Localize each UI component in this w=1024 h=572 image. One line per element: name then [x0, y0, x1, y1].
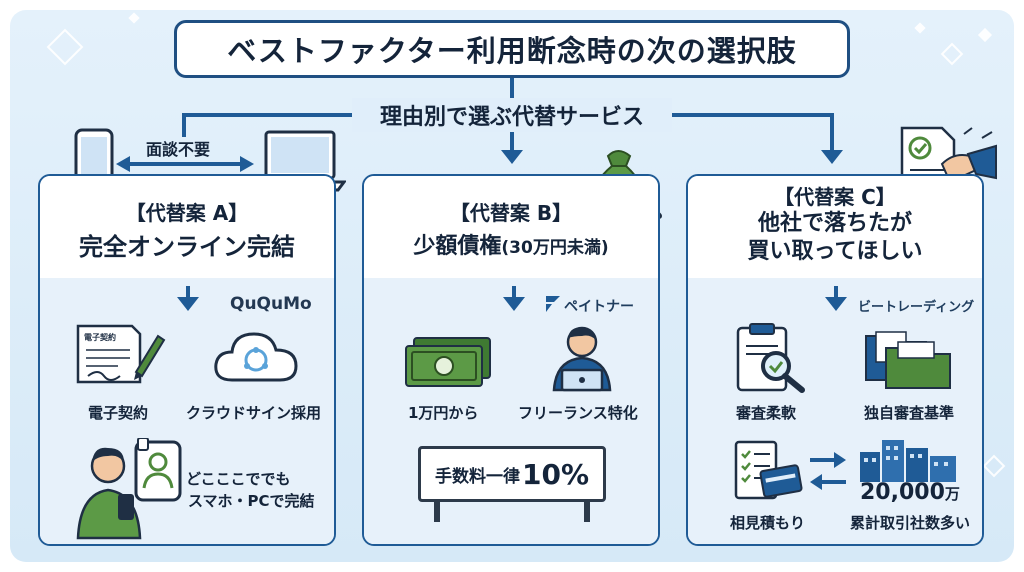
connector-line	[510, 132, 514, 152]
no-interview-label: 面談不要	[146, 140, 211, 159]
reason-label: 理由別で選ぶ代替サービス	[352, 98, 672, 132]
panel-a-body: QuQuMo 電子契約 電子契約 クラウドサイン採用	[40, 278, 334, 544]
board-post	[434, 502, 440, 522]
connector-line	[672, 113, 834, 117]
smartphone-user-icon	[76, 438, 182, 540]
buildings-icon	[860, 440, 956, 482]
brand-paytner: ペイトナー	[564, 299, 634, 315]
folders-icon	[865, 331, 951, 389]
caption-comparative-quotes: 相見積もり	[730, 514, 806, 532]
fee-value: 10%	[521, 457, 590, 491]
connector-line	[182, 113, 186, 137]
e-contract-icon-text: 電子契約	[84, 332, 116, 342]
panel-c-body: ビートレーディング 審査柔軟 独自審査基準	[688, 278, 982, 544]
page-title: ベストファクター利用断念時の次の選択肢	[174, 20, 850, 78]
caption-smartphone-pc: スマホ・PCで完結	[188, 492, 315, 510]
freelancer-icon	[552, 326, 612, 392]
cloud-sign-icon	[214, 332, 298, 382]
panel-option-a: 【代替案 A】 完全オンライン完結 QuQuMo 電子契約 電子契約 クラウドサ…	[38, 174, 336, 546]
panel-a-tag: 【代替案 A】	[125, 201, 249, 225]
panel-c-title-line1: 他社で落ちたが	[757, 211, 912, 236]
caption-cloud-sign: クラウドサイン採用	[186, 404, 322, 422]
arrow-down-icon	[821, 150, 843, 164]
exchange-arrows-icon	[810, 452, 846, 490]
fee-board: 手数料一律 10%	[418, 446, 606, 502]
panel-c-heading: 【代替案 C】 他社で落ちたが 買い取ってほしい	[688, 176, 982, 278]
double-arrow-icon	[116, 156, 254, 172]
caption-flexible-screening: 審査柔軟	[736, 404, 797, 422]
panel-a-title: 完全オンライン完結	[79, 233, 295, 261]
quote-compare-icon	[734, 440, 803, 500]
brand-beat-trading: ビートレーディング	[858, 300, 975, 315]
panel-c-title-line2: 買い取ってほしい	[747, 239, 923, 264]
panel-option-c: 【代替案 C】 他社で落ちたが 買い取ってほしい ビートレーディング 審査柔軟 …	[686, 174, 984, 546]
banknote-icon	[405, 337, 491, 387]
board-post	[584, 502, 590, 522]
e-contract-icon: 電子契約	[76, 324, 166, 384]
caption-freelance: フリーランス特化	[518, 404, 638, 422]
brand-ququmo: QuQuMo	[230, 294, 312, 314]
caption-e-contract: 電子契約	[88, 404, 149, 422]
transaction-count: 20,000万	[860, 480, 960, 505]
transaction-count-value: 20,000	[860, 480, 945, 505]
panel-b-title: 少額債権(30万円未満)	[364, 232, 658, 263]
panel-c-tag: 【代替案 C】	[774, 185, 896, 209]
panel-b-title-main: 少額債権	[413, 234, 502, 259]
clipboard-magnifier-icon	[736, 323, 805, 393]
arrow-down-icon	[825, 286, 847, 311]
arrow-down-icon	[177, 286, 199, 311]
panel-option-b: 【代替案 B】 少額債権(30万円未満) ペイトナー 1万円から フリーランス特…	[362, 174, 660, 546]
caption-anywhere: どこここででも	[186, 470, 291, 488]
caption-own-criteria: 独自審査基準	[864, 404, 955, 422]
caption-many-clients: 累計取引社数多い	[850, 514, 971, 532]
paytner-logo-icon	[546, 296, 560, 312]
connector-line	[182, 113, 354, 117]
arrow-down-icon	[501, 150, 523, 164]
panel-b-heading: 【代替案 B】 少額債権(30万円未満)	[364, 176, 658, 278]
panel-b-tag: 【代替案 B】	[449, 201, 573, 225]
fee-prefix: 手数料一律	[434, 466, 520, 487]
caption-from-10000-yen: 1万円から	[408, 404, 479, 422]
panel-b-title-note: (30万円未満)	[501, 238, 609, 258]
connector-line	[830, 113, 834, 151]
arrow-down-icon	[503, 286, 525, 311]
connector-line	[510, 78, 514, 98]
transaction-count-unit: 万	[944, 485, 960, 503]
panel-a-heading: 【代替案 A】 完全オンライン完結	[40, 176, 334, 278]
panel-b-body: ペイトナー 1万円から フリーランス特化 手数料一律 10%	[364, 278, 658, 544]
